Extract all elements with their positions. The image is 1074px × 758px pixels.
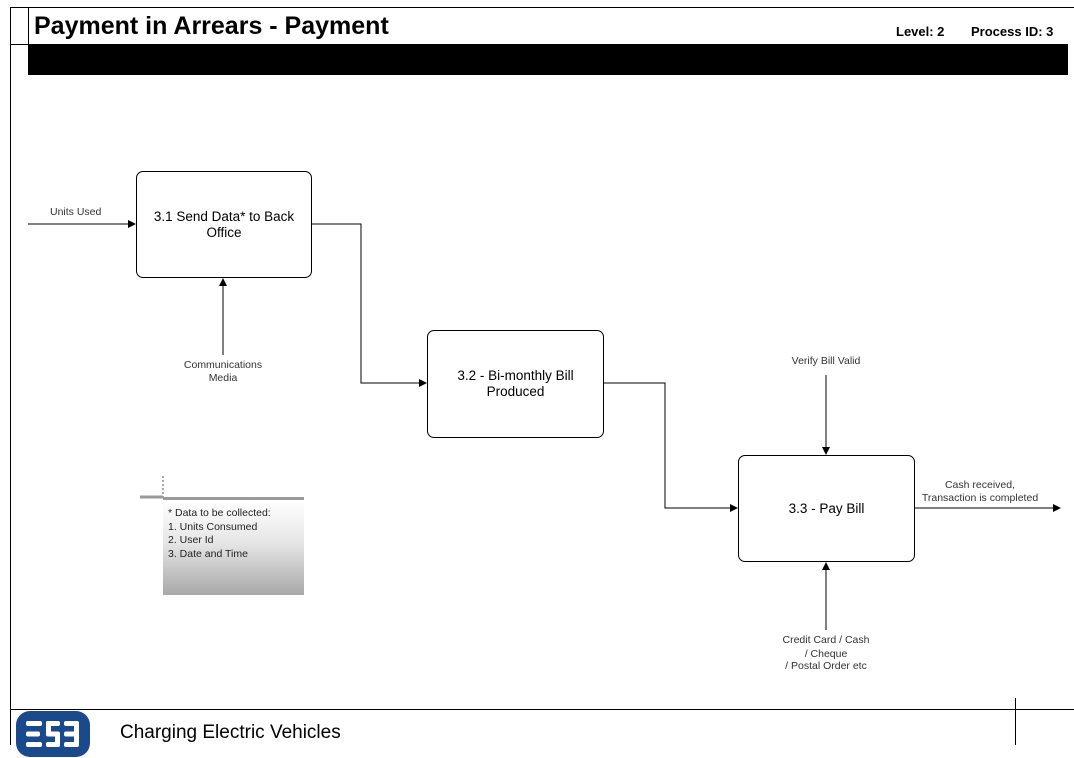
communications-label-line2: Media	[208, 372, 238, 384]
frame-header-left-tick	[28, 7, 29, 44]
payment-method-label-line3: / Postal Order etc	[785, 660, 867, 672]
process-id-label: Process ID: 3	[971, 24, 1054, 39]
note-line: 1. Units Consumed	[168, 520, 258, 533]
note-line: 3. Date and Time	[168, 547, 248, 560]
process-3-1-box[interactable]: 3.1 Send Data* to Back Office	[136, 171, 312, 278]
payment-method-label-line2: / Cheque	[804, 648, 848, 660]
frame-footer-divider	[1015, 698, 1016, 745]
diagram-title: Payment in Arrears - Payment	[34, 12, 389, 40]
level-label: Level: 2	[896, 24, 945, 39]
verify-bill-label: Verify Bill Valid	[791, 355, 861, 367]
frame-footer-line	[10, 709, 1074, 710]
data-collection-note: * Data to be collected: 1. Units Consume…	[163, 497, 304, 595]
esb-logo	[16, 711, 90, 757]
payment-method-label-line1: Credit Card / Cash	[782, 634, 870, 646]
footer-title: Charging Electric Vehicles	[120, 722, 341, 743]
process-3-2-box[interactable]: 3.2 - Bi-monthly Bill Produced	[427, 330, 604, 438]
process-3-3-label: 3.3 - Pay Bill	[788, 500, 865, 516]
cash-received-label-line2: Transaction is completed	[921, 492, 1039, 504]
communications-label-line1: Communications	[183, 359, 263, 371]
p2-to-p3-arrow	[604, 382, 738, 512]
note-line: * Data to be collected:	[168, 507, 271, 519]
cash-received-label-line1: Cash received,	[944, 479, 1016, 491]
frame-top-line	[10, 7, 1074, 8]
process-3-3-box[interactable]: 3.3 - Pay Bill	[738, 455, 915, 562]
header-bar	[28, 44, 1068, 75]
note-line: 2. User Id	[168, 534, 214, 546]
process-3-1-label: 3.1 Send Data* to Back Office	[153, 208, 295, 240]
p1-to-p2-arrow	[312, 223, 427, 387]
frame-header-rule	[10, 44, 28, 45]
units-used-label: Units Used	[50, 206, 102, 218]
process-3-2-label: 3.2 - Bi-monthly Bill Produced	[457, 368, 574, 399]
frame-left-line	[10, 7, 11, 745]
